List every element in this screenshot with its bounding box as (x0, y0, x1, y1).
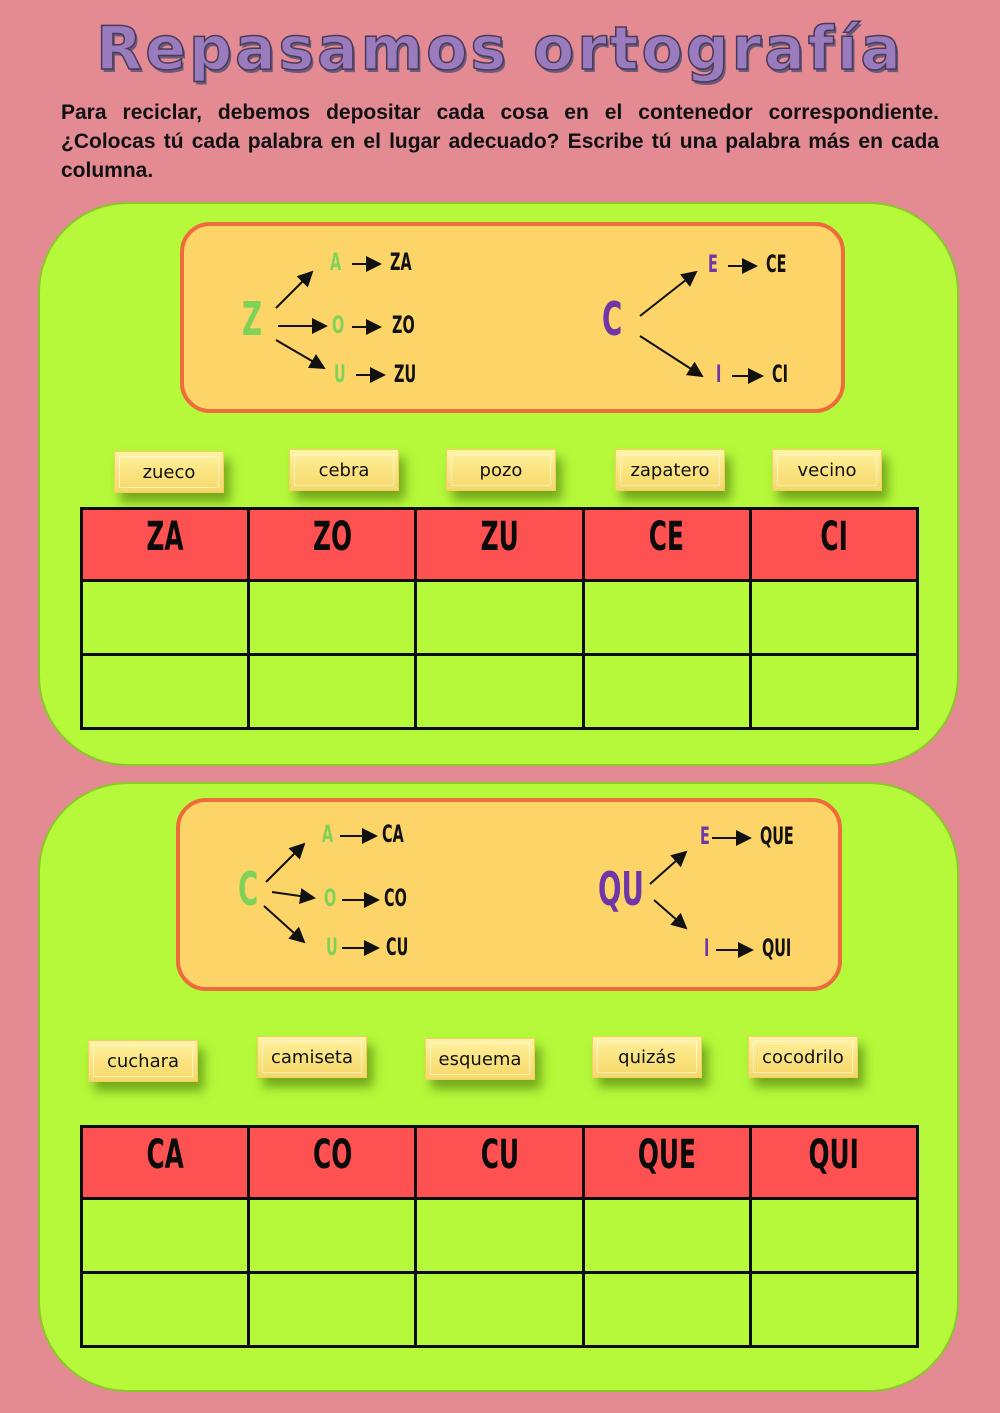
column-header-zu: ZU (414, 507, 585, 582)
rule-result: QUI (762, 934, 792, 962)
drop-cell[interactable] (748, 579, 920, 656)
section-2-sort-table: CA CO CU QUE QUI (79, 1125, 920, 1348)
answer-cell[interactable] (748, 1271, 920, 1348)
rule-vowel: A (322, 820, 334, 848)
table-row (79, 1197, 920, 1274)
drop-cell[interactable] (414, 1197, 585, 1274)
column-header-za: ZA (79, 507, 251, 582)
answer-cell[interactable] (748, 653, 920, 730)
rule-vowel: U (334, 360, 346, 388)
word-chip[interactable]: cuchara (88, 1040, 198, 1082)
rule-arrows-icon (275, 256, 764, 384)
rule-result: CA (382, 820, 404, 848)
rule-root-letter: C (602, 292, 623, 346)
rule-root-letter: QU (598, 862, 644, 916)
rule-vowel: U (326, 933, 338, 961)
rule-vowel: I (716, 360, 722, 388)
drop-cell[interactable] (79, 579, 251, 656)
word-chip[interactable]: pozo (446, 449, 556, 491)
section-1-sort-table: ZA ZO ZU CE CI (79, 507, 920, 730)
column-header-qui: QUI (748, 1125, 920, 1200)
drop-cell[interactable] (581, 1197, 752, 1274)
rule-vowel: E (700, 822, 710, 850)
rule-root-letter: C (238, 862, 259, 916)
rule-vowel: I (704, 934, 710, 962)
rule-result: QUE (760, 822, 794, 850)
column-header-ci: CI (748, 507, 920, 582)
rule-result: ZA (390, 248, 412, 276)
column-header-que: QUE (581, 1125, 752, 1200)
rule-result: CI (772, 360, 788, 388)
drop-cell[interactable] (247, 579, 418, 656)
rule-result: ZO (392, 311, 415, 339)
page-title: Repasamos ortografía (95, 13, 904, 85)
section-2-rule-box: C A CA O CO U CU QU E QUE I QUI (176, 798, 842, 991)
table-row (79, 1271, 920, 1348)
rule-vowel: A (330, 248, 342, 276)
drop-cell[interactable] (247, 1197, 418, 1274)
rule-root-letter: Z (242, 292, 263, 346)
column-header-zo: ZO (247, 507, 418, 582)
rule-result: CE (766, 250, 787, 278)
rule-vowel: O (324, 884, 337, 912)
answer-cell[interactable] (79, 653, 251, 730)
word-chip[interactable]: zueco (114, 451, 224, 493)
rule-result: CO (384, 884, 407, 912)
section-1-rule-box: Z A ZA O ZO U ZU C E CE I CI (180, 222, 845, 413)
column-header-cu: CU (414, 1125, 585, 1200)
column-header-ca: CA (79, 1125, 251, 1200)
answer-cell[interactable] (79, 1271, 251, 1348)
word-chip[interactable]: camiseta (257, 1036, 367, 1078)
table-row (79, 653, 920, 730)
instructions-text: Para reciclar, debemos depositar cada co… (61, 101, 939, 182)
drop-cell[interactable] (748, 1197, 920, 1274)
answer-cell[interactable] (414, 1271, 585, 1348)
table-row (79, 579, 920, 656)
rule-vowel: O (332, 311, 345, 339)
drop-cell[interactable] (581, 579, 752, 656)
answer-cell[interactable] (414, 653, 585, 730)
rule-vowel: E (708, 250, 718, 278)
word-chip[interactable]: zapatero (615, 449, 725, 491)
answer-cell[interactable] (581, 1271, 752, 1348)
rule-result: CU (386, 933, 409, 961)
table-header-row: ZA ZO ZU CE CI (79, 507, 920, 582)
table-header-row: CA CO CU QUE QUI (79, 1125, 920, 1200)
word-chip[interactable]: cocodrilo (748, 1036, 858, 1078)
rule-result: ZU (394, 360, 417, 388)
word-chip[interactable]: vecino (772, 449, 882, 491)
word-chip[interactable]: esquema (425, 1038, 535, 1080)
drop-cell[interactable] (414, 579, 585, 656)
answer-cell[interactable] (581, 653, 752, 730)
drop-cell[interactable] (79, 1197, 251, 1274)
word-chip[interactable]: cebra (289, 449, 399, 491)
rule-arrows-icon (263, 828, 754, 958)
answer-cell[interactable] (247, 653, 418, 730)
answer-cell[interactable] (247, 1271, 418, 1348)
column-header-co: CO (247, 1125, 418, 1200)
column-header-ce: CE (581, 507, 752, 582)
word-chip[interactable]: quizás (592, 1036, 702, 1078)
